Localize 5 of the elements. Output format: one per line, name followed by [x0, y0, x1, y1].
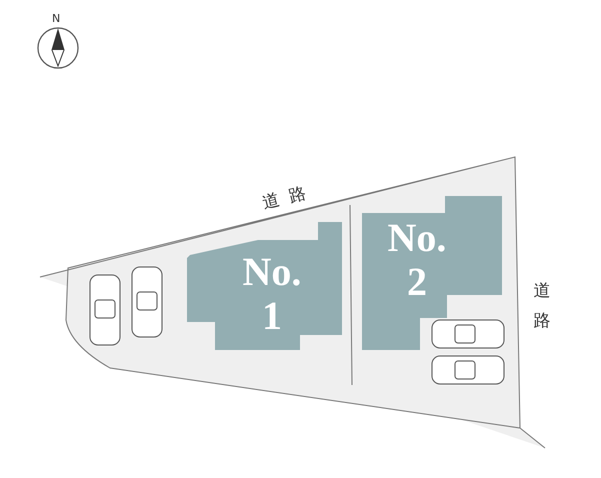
road-label: 道路: [533, 280, 551, 333]
lot-number: No. 2: [386, 216, 448, 304]
road-label: 道路: [260, 180, 318, 214]
lot-number: No. 1: [242, 250, 302, 338]
north-label: N: [52, 12, 60, 25]
